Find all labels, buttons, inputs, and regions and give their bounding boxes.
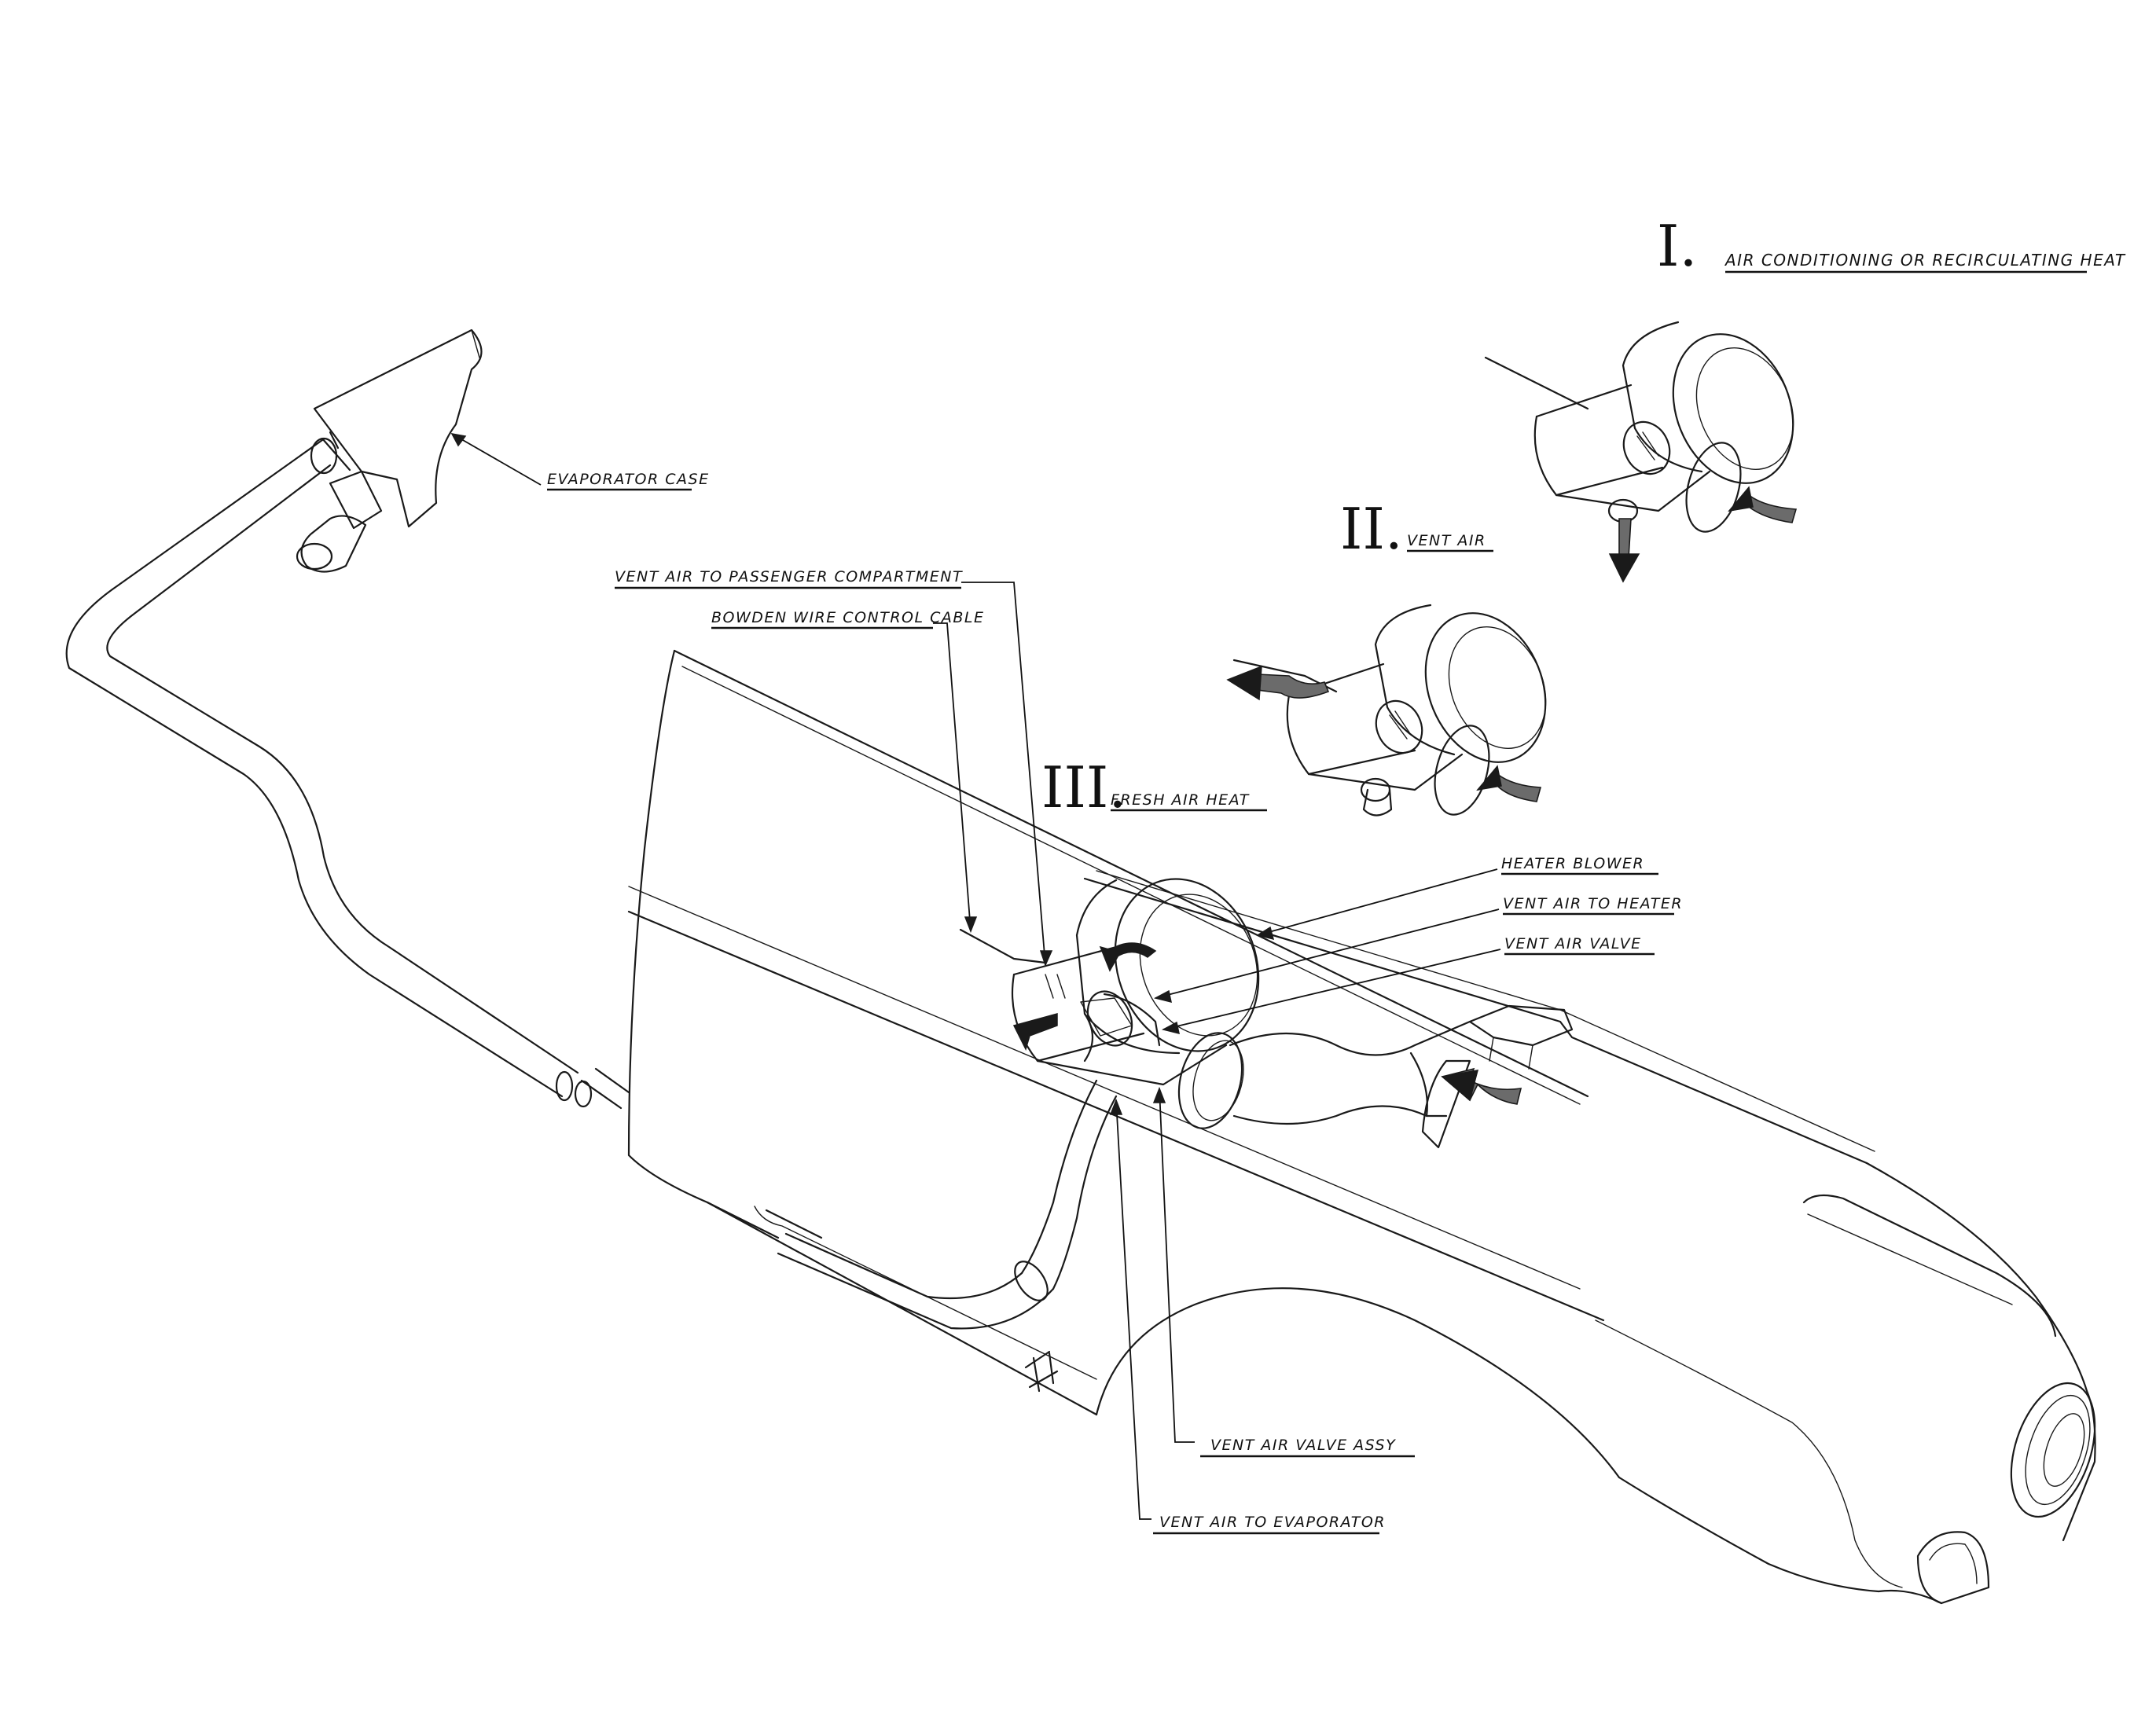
mode-two-unit xyxy=(1226,604,1547,817)
leader-lines xyxy=(450,432,1501,1520)
evaporator-feed-duct xyxy=(777,1079,1118,1330)
mode-two-title: II. VENT AIR xyxy=(1340,496,1493,562)
mode-three-title: III. FRESH AIR HEAT xyxy=(1041,754,1267,820)
label-vent-to-evaporator: VENT AIR TO EVAPORATOR xyxy=(1153,1514,1386,1535)
label-vent-air-valve: VENT AIR VALVE xyxy=(1504,935,1655,956)
label-evaporator-case: EVAPORATOR CASE xyxy=(547,471,710,491)
svg-text:VENT AIR VALVE: VENT AIR VALVE xyxy=(1504,935,1642,952)
svg-text:I.: I. xyxy=(1657,213,1697,279)
mode-one-title: I. AIR CONDITIONING OR RECIRCULATING HEA… xyxy=(1657,213,2126,279)
svg-text:VENT AIR TO HEATER: VENT AIR TO HEATER xyxy=(1503,895,1683,912)
svg-text:VENT AIR TO EVAPORATOR: VENT AIR TO EVAPORATOR xyxy=(1159,1514,1386,1531)
label-vent-to-heater: VENT AIR TO HEATER xyxy=(1503,895,1683,916)
evaporator-case xyxy=(296,328,483,573)
svg-text:VENT AIR: VENT AIR xyxy=(1407,532,1486,549)
svg-text:II.: II. xyxy=(1340,496,1403,562)
label-bowden-cable: BOWDEN WIRE CONTROL CABLE xyxy=(711,609,985,629)
svg-text:FRESH AIR HEAT: FRESH AIR HEAT xyxy=(1111,791,1250,809)
svg-text:HEATER BLOWER: HEATER BLOWER xyxy=(1501,855,1644,872)
heater-blower-assembly xyxy=(959,878,1574,1149)
svg-text:BOWDEN WIRE CONTROL CABLE: BOWDEN WIRE CONTROL CABLE xyxy=(711,609,985,626)
label-vent-valve-assy: VENT AIR VALVE ASSY xyxy=(1200,1437,1415,1458)
cowl-and-fender xyxy=(627,649,2096,1605)
label-vent-to-passenger: VENT AIR TO PASSENGER COMPARTMENT xyxy=(615,568,963,589)
label-heater-blower: HEATER BLOWER xyxy=(1501,855,1658,875)
mode-one-unit xyxy=(1484,321,1798,583)
svg-text:AIR CONDITIONING OR RECIRCULAT: AIR CONDITIONING OR RECIRCULATING HEAT xyxy=(1724,251,2126,270)
svg-text:VENT AIR VALVE ASSY: VENT AIR VALVE ASSY xyxy=(1210,1437,1396,1454)
svg-text:EVAPORATOR CASE: EVAPORATOR CASE xyxy=(547,471,710,488)
svg-text:VENT AIR TO PASSENGER COMPARTM: VENT AIR TO PASSENGER COMPARTMENT xyxy=(615,568,963,585)
vent-duct-tube xyxy=(65,439,630,1110)
